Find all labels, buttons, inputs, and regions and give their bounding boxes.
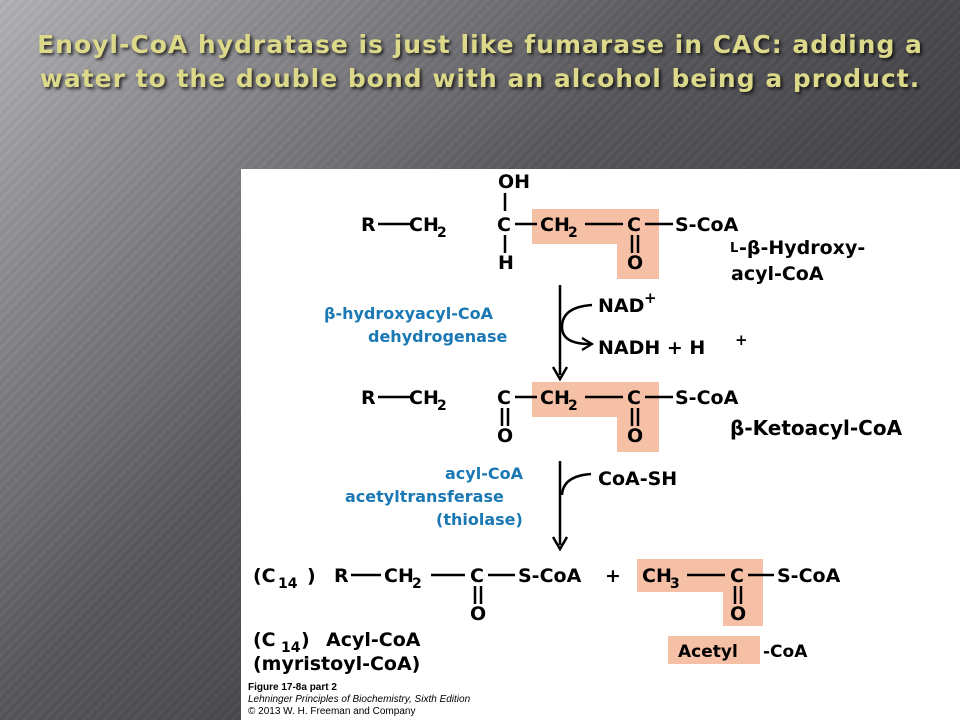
row2-o1: O [497, 425, 513, 447]
step1-enzyme-line1: β-hydroxyacyl-CoA [324, 304, 494, 323]
slide-title: Enoyl-CoA hydratase is just like fumaras… [20, 28, 940, 96]
row3-r: R [334, 565, 349, 587]
step2-cosh-curve [560, 472, 592, 496]
step2-arrow-head [551, 536, 569, 552]
row1-scoa: S-CoA [675, 214, 739, 236]
step2-enzyme-line1: acyl-CoA [445, 464, 524, 483]
row1-h: H [498, 252, 514, 274]
row2-r: R [361, 387, 376, 409]
row3-c: C [470, 565, 484, 587]
row2-sub2b: 2 [568, 398, 578, 414]
row1-name-line1: -β-Hydroxy- [739, 237, 865, 259]
row3-sub2: 2 [412, 576, 422, 592]
row1-c-carbonyl: C [627, 214, 641, 236]
row2-c-keto: C [497, 387, 511, 409]
product1-c14-open: (C [253, 629, 276, 651]
row3-plus: + [605, 565, 621, 587]
row3-c14-close: ) [307, 565, 316, 587]
slide-title-line1: Enoyl-CoA hydratase is just like fumaras… [37, 30, 923, 59]
row2-ch2: CH [409, 387, 439, 409]
product1-c14-sub: 14 [281, 640, 301, 656]
row1-oh: OH [498, 171, 530, 193]
row1-r: R [361, 214, 376, 236]
row1-o: O [627, 252, 643, 274]
acetyl-label: Acetyl [678, 642, 738, 662]
step1-cofactor-curve [560, 303, 593, 346]
step1-enzyme-line2: dehydrogenase [368, 327, 507, 346]
row3-o1: O [470, 603, 486, 625]
row3-scoa: S-CoA [518, 565, 582, 587]
row3-c14-sub: 14 [278, 576, 298, 592]
step2-enzyme-line3: (thiolase) [436, 510, 523, 529]
row1-sub2b: 2 [568, 225, 578, 241]
step1-nad-plus: + [644, 289, 657, 307]
slide-title-line2: water to the double bond with an alcohol… [39, 64, 921, 93]
row2-sub2: 2 [437, 398, 447, 414]
acetyl-suffix: -CoA [763, 642, 808, 662]
row3-ch3: CH [642, 565, 672, 587]
row3-c14-open: (C [253, 565, 276, 587]
row2-o2: O [627, 425, 643, 447]
product1-line2: (myristoyl-CoA) [253, 653, 420, 675]
row1-ch2-highlight: CH [540, 214, 570, 236]
product1-c14-close: ) [301, 629, 310, 651]
row2-name: β-Ketoacyl-CoA [730, 416, 903, 440]
acetyl-highlight [668, 636, 760, 664]
row1-c-alpha: C [497, 214, 511, 236]
row3-o2: O [730, 603, 746, 625]
row3-scoa2: S-CoA [777, 565, 841, 587]
row1-name-prefix: L [730, 241, 738, 256]
step1-arrow-head [551, 366, 569, 382]
step1-h-plus: + [735, 331, 748, 349]
caption-line3: © 2013 W. H. Freeman and Company [248, 706, 416, 717]
step1-nadh: NADH + H [598, 337, 705, 359]
row2-scoa: S-CoA [675, 387, 739, 409]
row3-ch2: CH [384, 565, 414, 587]
reaction-diagram: OH R CH 2 C CH 2 C S-CoA H O L -β-Hydrox… [253, 171, 903, 675]
row2-c-carbonyl: C [627, 387, 641, 409]
figure-caption: Figure 17-8a part 2 Lehninger Principles… [248, 682, 470, 718]
caption-line1: Figure 17-8a part 2 [248, 682, 337, 693]
row1-sub2: 2 [437, 225, 447, 241]
step1-cofactor-arrowhead [581, 337, 595, 351]
row1-name-line2: acyl-CoA [731, 263, 824, 285]
step1-nad: NAD [598, 295, 644, 317]
step2-enzyme-line2: acetyltransferase [345, 487, 504, 506]
row3-highlight [637, 559, 763, 626]
figure-panel: OH R CH 2 C CH 2 C S-CoA H O L -β-Hydrox… [241, 169, 960, 720]
row1-highlight [532, 209, 659, 279]
product1-line1: Acyl-CoA [326, 629, 421, 651]
row3-sub3: 3 [670, 576, 680, 592]
row2-highlight [532, 382, 659, 452]
row3-c-acetyl: C [730, 565, 744, 587]
caption-line2: Lehninger Principles of Biochemistry, Si… [248, 694, 471, 705]
step2-cosh: CoA-SH [598, 468, 677, 490]
row2-ch2-highlight: CH [540, 387, 570, 409]
row1-ch2: CH [409, 214, 439, 236]
